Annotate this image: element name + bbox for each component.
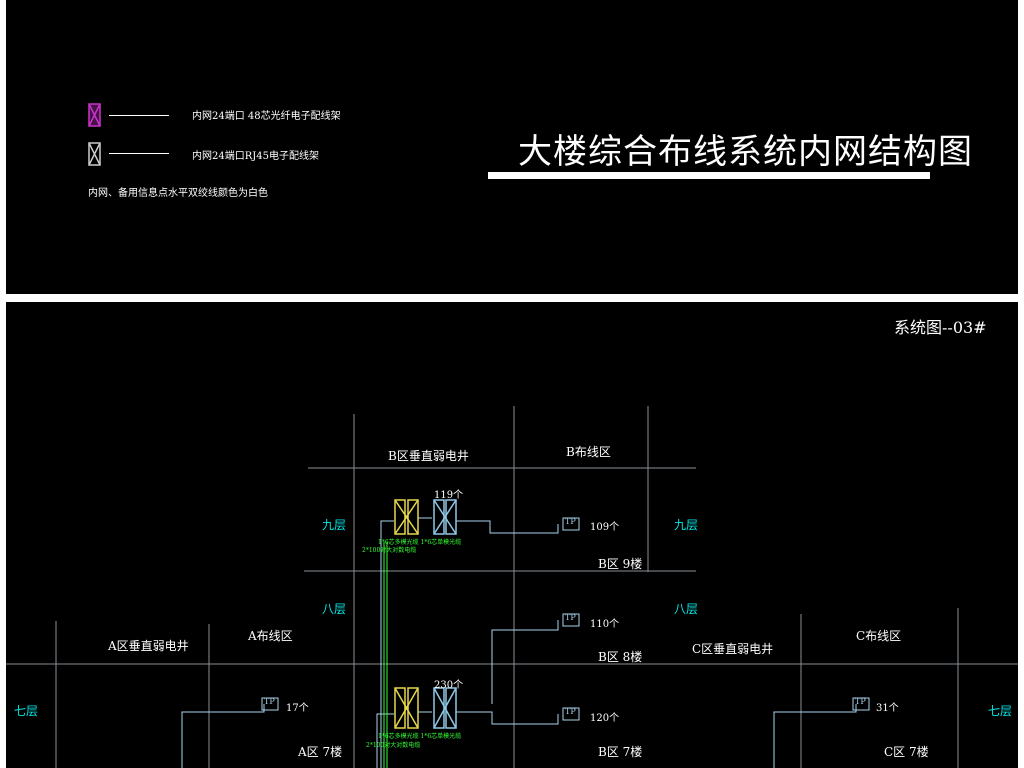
legend-line-1 bbox=[109, 115, 169, 116]
floor9-left-label: 九层 bbox=[322, 518, 347, 532]
tp-label-b7: TP bbox=[565, 707, 576, 716]
b7-zone-label: B区 7楼 bbox=[598, 745, 643, 759]
b9-fiber-rack-icon bbox=[394, 499, 419, 535]
a7-zone-label: A区 7楼 bbox=[298, 745, 343, 759]
b9-zone-label: B区 9楼 bbox=[598, 557, 643, 571]
legend-item-fiber: 内网24端口 48芯光纤电子配线架 bbox=[192, 111, 341, 122]
b9-cable-note-1: 1*6芯多模光缆 1*6芯单模光缆 bbox=[378, 539, 462, 546]
page-title: 大楼综合布线系统内网结构图 bbox=[518, 132, 973, 172]
b7-fiber-rack-icon bbox=[394, 687, 419, 729]
legend-symbols bbox=[88, 103, 101, 166]
floor7b-cabling bbox=[376, 711, 559, 768]
tp-label-c7: TP bbox=[855, 697, 866, 706]
floor9-cabling bbox=[380, 517, 559, 768]
tp-outlet-icons bbox=[261, 517, 870, 721]
b8-tp-count: 110个 bbox=[590, 619, 620, 630]
b9-tp-count: 109个 bbox=[590, 522, 620, 533]
c7-cabling bbox=[773, 704, 857, 768]
rj45-patch-panel-icon bbox=[88, 142, 101, 166]
c7-tp-count: 31个 bbox=[876, 703, 899, 714]
diagram-lines bbox=[6, 406, 1018, 768]
b9-rj45-rack-icon bbox=[433, 499, 457, 535]
floor7-right-label: 七层 bbox=[988, 704, 1013, 718]
b-shaft-header: B区垂直弱电井 bbox=[388, 449, 469, 463]
floor9-right-label: 九层 bbox=[674, 518, 699, 532]
sheet-label: 系统图--03# bbox=[894, 318, 987, 337]
floor8-right-label: 八层 bbox=[674, 602, 699, 616]
tp-label-b8: TP bbox=[565, 613, 576, 622]
legend-note: 内网、备用信息点水平双绞线颜色为白色 bbox=[88, 188, 268, 199]
a7-cabling bbox=[181, 704, 265, 768]
floor7-left-label: 七层 bbox=[14, 704, 39, 718]
c7-zone-label: C区 7楼 bbox=[884, 745, 929, 759]
a7-tp-count: 17个 bbox=[286, 703, 309, 714]
tp-label-b9: TP bbox=[565, 517, 576, 526]
title-underline bbox=[488, 172, 930, 179]
grid-lines bbox=[6, 406, 1018, 768]
b-area-header: B布线区 bbox=[566, 445, 611, 459]
b9-rack-count: 119个 bbox=[434, 490, 464, 501]
tp-label-a7: TP bbox=[264, 697, 275, 706]
b8-zone-label: B区 8楼 bbox=[598, 650, 643, 664]
a-area-header: A布线区 bbox=[248, 629, 293, 643]
a-shaft-header: A区垂直弱电井 bbox=[108, 639, 189, 653]
b7-rj45-rack-icon bbox=[433, 687, 457, 729]
fiber-riser bbox=[383, 542, 388, 768]
b7-cable-note-1: 1*6芯多模光缆 1*6芯单模光缆 bbox=[378, 733, 462, 740]
system-diagram: 系统图--03# B区垂直弱电井 B布线区 A区垂直弱电井 A布线区 C区垂直弱… bbox=[6, 302, 1018, 768]
floor8-left-label: 八层 bbox=[322, 602, 347, 616]
b7-rack-count: 230个 bbox=[434, 680, 464, 691]
floor8-cabling bbox=[491, 620, 559, 704]
legend-line-2 bbox=[109, 153, 169, 154]
b7-cable-note-2: 2*100对大对数电缆 bbox=[366, 742, 421, 749]
legend-panel: 内网24端口 48芯光纤电子配线架 内网24端口RJ45电子配线架 内网、备用信… bbox=[6, 0, 1018, 294]
fiber-patch-panel-icon bbox=[88, 103, 101, 127]
legend-item-rj45: 内网24端口RJ45电子配线架 bbox=[192, 151, 319, 162]
b7-tp-count: 120个 bbox=[590, 713, 620, 724]
c-area-header: C布线区 bbox=[856, 629, 902, 643]
c-shaft-header: C区垂直弱电井 bbox=[692, 642, 774, 656]
b9-cable-note-2: 2*100对大对数电缆 bbox=[362, 547, 417, 554]
